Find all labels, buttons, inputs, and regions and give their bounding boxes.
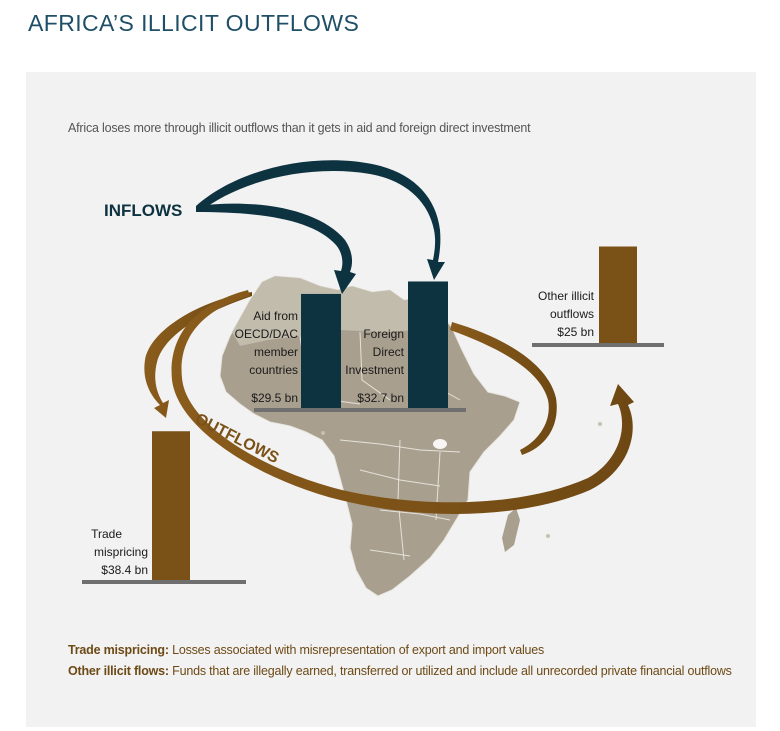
bar-trade-mispricing	[152, 431, 190, 581]
aid-label-line: member	[254, 345, 298, 359]
trade-label-line: Trade	[91, 527, 122, 541]
aid-label-line: countries	[249, 363, 298, 377]
footnote-other-illicit-flows: Other illicit flows: Funds that are ille…	[68, 664, 732, 678]
aid-label-line: OECD/DAC	[235, 327, 299, 341]
island-dot	[546, 534, 550, 538]
madagascar	[502, 508, 520, 552]
aid-label-line: Aid from	[253, 309, 298, 323]
page-title: AFRICA’S ILLICIT OUTFLOWS	[28, 10, 360, 36]
fdi-label-line: Investment	[345, 363, 404, 377]
island-dot	[598, 422, 602, 426]
inflow-arrows	[196, 160, 445, 294]
bar-fdi	[408, 281, 448, 409]
fdi-label-line: Direct	[373, 345, 405, 359]
footnote-text: Funds that are illegally earned, transfe…	[168, 664, 732, 678]
island-dot	[321, 431, 325, 435]
trade-value-label: $38.4 bn	[101, 563, 148, 577]
footnote-term: Other illicit flows:	[68, 664, 169, 678]
bar-labels: Aid from OECD/DAC member countries $29.5…	[91, 289, 595, 577]
inflow-arrow-aid	[196, 203, 356, 294]
outflow-arrows	[144, 290, 635, 514]
inflow-arrow-fdi	[196, 160, 445, 280]
bars-layer	[152, 246, 637, 581]
fdi-label-line: Foreign	[363, 327, 404, 341]
bar-aid	[301, 293, 341, 409]
inflows-label: INFLOWS	[104, 201, 182, 220]
other-label-line: Other illicit	[538, 289, 595, 303]
footnote-term: Trade mispricing:	[68, 643, 169, 657]
lake-victoria	[433, 439, 447, 449]
trade-label-line: mispricing	[94, 545, 148, 559]
footnote-text: Losses associated with misrepresentation…	[168, 643, 545, 657]
bar-other-illicit-outflows	[599, 246, 637, 344]
other-label-line: outflows	[550, 307, 594, 321]
subtitle: Africa loses more through illicit outflo…	[68, 121, 531, 135]
footnote-trade-mispricing: Trade mispricing: Losses associated with…	[68, 643, 544, 657]
outflow-arc-right	[450, 322, 557, 455]
other-value-label: $25 bn	[557, 325, 594, 339]
aid-value-label: $29.5 bn	[251, 391, 298, 405]
fdi-value-label: $32.7 bn	[357, 391, 404, 405]
